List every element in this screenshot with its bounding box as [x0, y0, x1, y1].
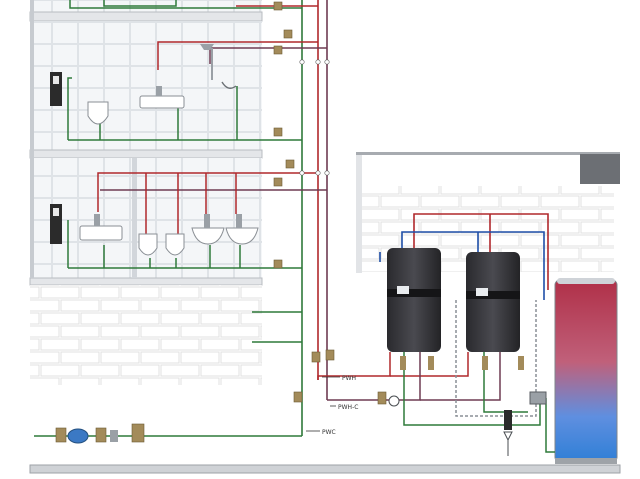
- washbasin-f1-round-2: [225, 227, 259, 245]
- valve-basement-3: [293, 391, 303, 403]
- valve-f1-2: [273, 177, 283, 187]
- storage-tank: [554, 278, 618, 464]
- valve-basement-2: [325, 349, 335, 361]
- faucet-f1-left: [94, 214, 100, 226]
- urinal-f2: [87, 101, 109, 125]
- boiler-left-band: [387, 289, 441, 297]
- expansion-vessel: [504, 410, 512, 430]
- pipe-labels: PWH PWH-C PWC: [306, 375, 358, 436]
- boiler-left-fitting-2: [428, 356, 434, 370]
- urinal-f1-2: [165, 233, 185, 256]
- riser-valves: [273, 1, 335, 403]
- meter-filter: [110, 430, 118, 442]
- valve-basement-1: [311, 351, 321, 363]
- washbasin-f1-left: [79, 225, 123, 241]
- boiler-room-ceiling: [356, 152, 620, 155]
- tank-base: [555, 458, 617, 464]
- flush-control-screen-f1: [53, 208, 59, 216]
- heating-pipes: [379, 213, 549, 300]
- vertical-risers: [301, 0, 328, 436]
- basement-devices: [377, 356, 547, 456]
- boiler-right: [466, 252, 520, 352]
- washbasin-f1-round-1: [191, 227, 225, 245]
- drain-funnel: [503, 431, 513, 456]
- fixtures: [50, 44, 259, 256]
- pump-housing: [529, 391, 547, 405]
- branch-top-cold: [69, 0, 302, 9]
- faucet-f1-round-2: [236, 214, 242, 228]
- heating-return-line: [401, 231, 545, 300]
- meter-valve-1: [55, 427, 67, 443]
- pwh-c-label: PWH-C: [338, 404, 358, 411]
- basement-circ-main-2: [420, 352, 501, 401]
- boiler-right-display: [476, 288, 488, 296]
- floor-slab-ground: [29, 277, 263, 286]
- tank-top-cap: [557, 278, 615, 284]
- floor-slab-middle: [29, 149, 263, 159]
- branch-f1-hot: [97, 172, 318, 212]
- chimney-block: [580, 154, 620, 184]
- faucet-f2: [156, 86, 162, 96]
- meter-valve-2: [95, 427, 107, 443]
- valve-f2-2: [273, 45, 283, 55]
- basement-supply-line-2: [483, 352, 528, 413]
- water-meter-assembly: [55, 423, 145, 444]
- branch-f2-hot: [157, 41, 318, 70]
- circulation-pump: [388, 395, 400, 407]
- tank-body: [554, 279, 618, 463]
- valve-pump-left: [377, 391, 387, 405]
- branch-top-hot: [103, 0, 177, 7]
- basement-floor-slab: [29, 464, 621, 474]
- pwc-label: PWC: [322, 429, 336, 436]
- boiler-left: [387, 248, 441, 352]
- floor-1-wall: [34, 158, 262, 278]
- boiler-left-fitting-1: [400, 356, 406, 370]
- heating-flow-line: [413, 213, 549, 290]
- building-left-wall: [30, 0, 34, 278]
- basement-hot-main-2: [390, 352, 469, 377]
- urinal-f1-1: [138, 233, 158, 256]
- branch-f2-cold: [67, 77, 72, 140]
- basement-hot-main: [317, 352, 391, 380]
- floor-slab-top: [29, 11, 263, 22]
- basement-tank-supply: [545, 398, 555, 453]
- valve-f2-1: [283, 29, 293, 39]
- boiler-right-fitting-1: [482, 356, 488, 370]
- valve-f2-3: [273, 127, 283, 137]
- boiler-room-side-wall: [356, 155, 362, 273]
- boiler-left-display: [397, 286, 409, 294]
- pwh-label: PWH: [342, 375, 356, 382]
- water-meter: [67, 428, 89, 444]
- basement-dashed-line: [455, 300, 537, 417]
- basement-circ-main: [327, 352, 421, 401]
- boiler-right-fitting-2: [518, 356, 524, 370]
- valve-f1-1: [285, 159, 295, 169]
- basement-brick-wall: [30, 285, 262, 385]
- riser-tee-markers: [299, 59, 330, 176]
- valve-top-1: [273, 1, 283, 11]
- shower-hose-f2: [221, 81, 237, 89]
- faucet-f1-round-1: [204, 214, 210, 228]
- shower-head-f2: [200, 44, 214, 50]
- meter-valve-3: [131, 423, 145, 443]
- valve-f1-3: [273, 259, 283, 269]
- boilers: [387, 248, 520, 352]
- flush-control-screen-f2: [53, 76, 59, 84]
- basement-supply-line: [403, 352, 541, 426]
- boiler-right-band: [466, 291, 520, 299]
- washbasin-f2: [139, 95, 185, 109]
- floor-divider-column: [132, 158, 137, 278]
